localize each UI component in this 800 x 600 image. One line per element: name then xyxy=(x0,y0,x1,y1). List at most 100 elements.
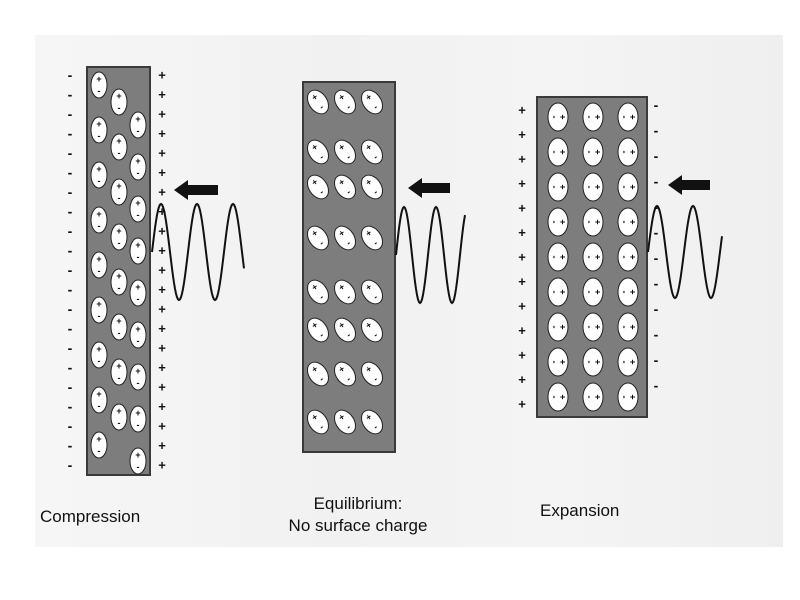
dipole-charge-top: - xyxy=(549,186,559,189)
equilibrium-dipole: +- xyxy=(307,279,329,305)
expansion-surface-positive: + xyxy=(518,372,526,387)
dipole-ellipse xyxy=(90,386,108,414)
dipole-ellipse xyxy=(582,137,604,167)
dipole-charge-top: + xyxy=(337,228,347,239)
compression-surface-negative: - xyxy=(68,87,73,103)
expansion-dipole: -+ xyxy=(617,277,639,307)
equilibrium-dipole: +- xyxy=(334,174,356,200)
dipole-ellipse xyxy=(582,242,604,272)
dipole-charge-top: + xyxy=(135,198,140,208)
compression-surface-negative: - xyxy=(68,204,73,220)
dipole-charge-top: + xyxy=(116,181,121,191)
expansion-dipole: -+ xyxy=(617,312,639,342)
dipole-charge-bottom: - xyxy=(98,86,101,96)
caption-compression: Compression xyxy=(40,506,140,528)
dipole-charge-bottom: - xyxy=(317,292,325,302)
dipole-charge-bottom: + xyxy=(593,184,603,189)
equilibrium-dipole: +- xyxy=(334,317,356,343)
expansion-surface-positive: + xyxy=(518,103,526,118)
dipole-charge-top: - xyxy=(584,256,594,259)
dipole-charge-bottom: - xyxy=(317,422,325,432)
dipole-charge-bottom: + xyxy=(558,394,568,399)
equilibrium-dipole: +- xyxy=(307,409,329,435)
dipole-ellipse xyxy=(129,195,147,223)
dipole-charge-bottom: + xyxy=(593,219,603,224)
dipole-charge-top: + xyxy=(96,344,101,354)
dipole-charge-top: + xyxy=(135,240,140,250)
dipole-charge-top: + xyxy=(96,209,101,219)
dipole-charge-top: + xyxy=(135,366,140,376)
dipole-charge-bottom: + xyxy=(628,289,638,294)
dipole-charge-bottom: + xyxy=(593,114,603,119)
dipole-charge-top: + xyxy=(364,228,374,239)
dipole-ellipse xyxy=(90,431,108,459)
dipole-charge-bottom: + xyxy=(593,324,603,329)
dipole-charge-top: + xyxy=(135,450,140,460)
compression-surface-positive: + xyxy=(158,68,166,83)
dipole-charge-bottom: + xyxy=(628,359,638,364)
dipole-charge-top: + xyxy=(364,282,374,293)
dipole-charge-top: + xyxy=(96,389,101,399)
dipole-charge-top: + xyxy=(310,412,320,423)
compression-dipole: +- xyxy=(90,161,108,189)
equilibrium-dipole: +- xyxy=(361,409,383,435)
compression-dipole: +- xyxy=(110,358,128,386)
dipole-charge-top: - xyxy=(619,221,629,224)
compression-surface-negative: - xyxy=(68,262,73,278)
compression-surface-negative: - xyxy=(68,145,73,161)
dipole-charge-top: - xyxy=(549,116,559,119)
compression-dipole: +- xyxy=(90,71,108,99)
dipole-charge-top: + xyxy=(96,434,101,444)
expansion-dipole: -+ xyxy=(582,312,604,342)
compression-surface-positive: + xyxy=(158,165,166,180)
dipole-ellipse xyxy=(617,207,639,237)
dipole-charge-top: + xyxy=(364,320,374,331)
dipole-charge-top: + xyxy=(96,74,101,84)
dipole-ellipse xyxy=(90,161,108,189)
compression-dipole: +- xyxy=(110,178,128,206)
dipole-charge-top: + xyxy=(364,142,374,153)
dipole-charge-bottom: - xyxy=(137,336,140,346)
dipole-charge-top: - xyxy=(619,116,629,119)
dipole-ellipse xyxy=(129,237,147,265)
dipole-ellipse xyxy=(582,102,604,132)
dipole-charge-top: + xyxy=(116,226,121,236)
expansion-dipole: -+ xyxy=(617,102,639,132)
equilibrium-dipole: +- xyxy=(334,89,356,115)
caption-equilibrium-line-1: Equilibrium: xyxy=(313,494,403,513)
dipole-charge-top: + xyxy=(337,142,347,153)
expansion-dipole: -+ xyxy=(582,172,604,202)
dipole-charge-bottom: - xyxy=(98,401,101,411)
dipole-ellipse xyxy=(547,347,569,377)
dipole-ellipse xyxy=(617,137,639,167)
dipole-ellipse xyxy=(129,321,147,349)
dipole-charge-bottom: + xyxy=(628,324,638,329)
expansion-surface-negative: - xyxy=(654,250,659,266)
dipole-ellipse xyxy=(110,358,128,386)
compression-surface-positive: + xyxy=(158,419,166,434)
expansion-surface-positive: + xyxy=(518,299,526,314)
expansion-force-arrow xyxy=(668,175,710,195)
dipole-charge-top: + xyxy=(337,92,347,103)
dipole-charge-bottom: - xyxy=(98,311,101,321)
dipole-charge-bottom: - xyxy=(137,210,140,220)
dipole-charge-bottom: - xyxy=(137,252,140,262)
dipole-ellipse xyxy=(307,361,329,387)
dipole-ellipse xyxy=(617,102,639,132)
dipole-ellipse xyxy=(110,88,128,116)
dipole-ellipse xyxy=(617,242,639,272)
compression-surface-negative: - xyxy=(68,282,73,298)
equilibrium-dipole: +- xyxy=(361,139,383,165)
equilibrium-dipole: +- xyxy=(334,225,356,251)
dipole-charge-top: + xyxy=(116,136,121,146)
dipole-charge-bottom: - xyxy=(98,176,101,186)
expansion-dipole: -+ xyxy=(547,137,569,167)
dipole-ellipse xyxy=(129,111,147,139)
compression-dipole: +- xyxy=(90,296,108,324)
dipole-charge-top: + xyxy=(116,316,121,326)
compression-surface-positive: + xyxy=(158,126,166,141)
dipole-ellipse xyxy=(110,313,128,341)
dipole-charge-top: + xyxy=(135,114,140,124)
dipole-charge-bottom: + xyxy=(558,289,568,294)
compression-surface-negative: - xyxy=(68,360,73,376)
